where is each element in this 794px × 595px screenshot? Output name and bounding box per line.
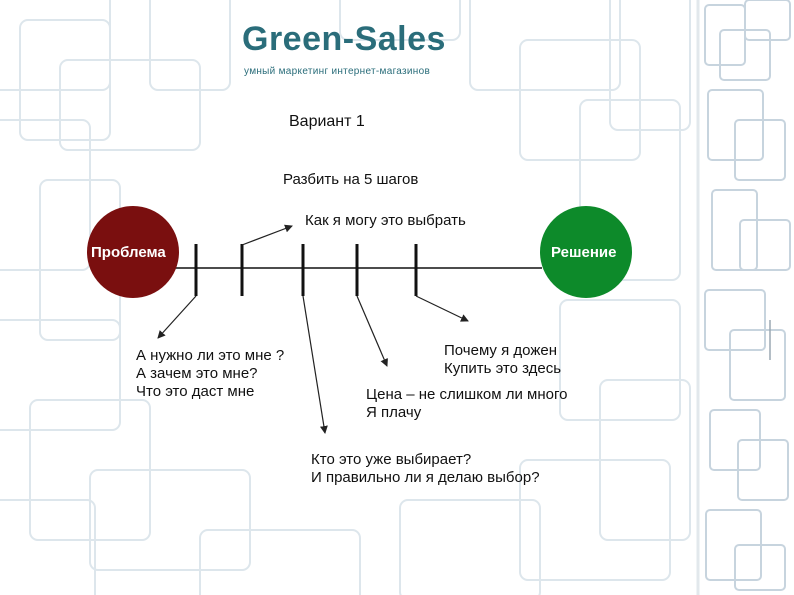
solution-circle: [540, 206, 632, 298]
solution-label: Решение: [551, 244, 617, 261]
question-need: А нужно ли это мне ? А зачем это мне? Чт…: [136, 347, 285, 400]
question-who: Кто это уже выбирает? И правильно ли я д…: [311, 451, 540, 486]
decorative-pattern: [0, 0, 691, 595]
logo-subtitle: умный маркетинг интернет-магазинов: [244, 66, 431, 77]
variant-label: Вариант 1: [289, 113, 365, 130]
right-border-pattern: [696, 0, 791, 595]
steps-title: Разбить на 5 шагов: [283, 171, 419, 188]
arrow-to-choose: [241, 224, 293, 246]
choose-label: Как я могу это выбрать: [305, 212, 466, 229]
arrow-to-need: [157, 295, 197, 339]
arrow-to-why-here: [415, 295, 469, 322]
arrow-to-who: [302, 295, 328, 434]
problem-label: Проблема: [91, 244, 166, 261]
problem-circle: [87, 206, 179, 298]
arrow-to-price: [356, 295, 388, 367]
question-why-here: Почему я дожен Купить это здесь: [444, 342, 562, 377]
logo-title: Green-Sales: [242, 20, 446, 58]
question-price: Цена – не слишком ли много Я плачу: [366, 386, 568, 421]
